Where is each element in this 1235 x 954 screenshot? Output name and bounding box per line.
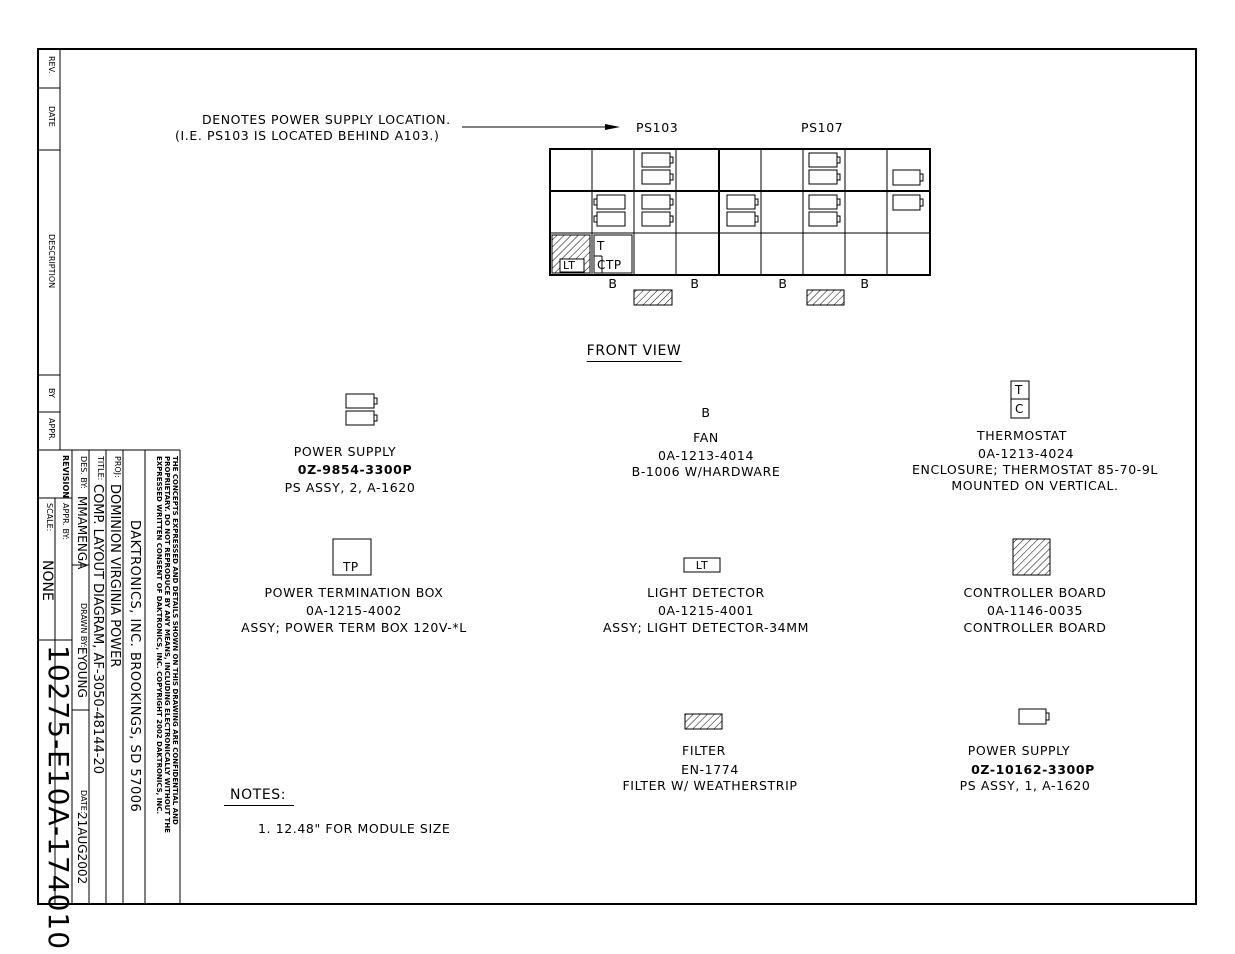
confidential-line-1: THE CONCEPTS EXPRESSED AND DETAILS SHOWN… (171, 456, 179, 825)
date-label-tb: DATE: (79, 790, 88, 814)
grid-tp-label: TP (606, 258, 622, 272)
company-line: DAKTRONICS, INC. BROOKINGS, SD 57006 (127, 520, 142, 813)
legend-filter-symbol (684, 713, 723, 730)
proj-label: PROJ: (113, 456, 122, 478)
ps-double-r2c3 (641, 194, 674, 227)
appr-by-label: APPR. BY: (61, 503, 70, 541)
legend-ps1-desc: PS ASSY, 1, A-1620 (959, 778, 1091, 793)
fan-b-4: B (860, 276, 870, 291)
fan-b-2: B (690, 276, 700, 291)
callout-arrow (462, 124, 620, 130)
grid-lt-label: LT (563, 259, 576, 272)
ps-double-r1c7 (808, 152, 841, 185)
legend-ps-double-symbol (345, 393, 378, 426)
title-block-lines (37, 450, 181, 904)
notes-title: NOTES: (224, 788, 295, 806)
date-label: DATE (47, 106, 56, 127)
callout-line-2: (I.E. PS103 IS LOCATED BEHIND A103.) (175, 128, 440, 143)
legend-thermo-note: MOUNTED ON VERTICAL. (951, 478, 1119, 493)
drawing-number: 10275-E10A-174010 (42, 645, 75, 951)
scale-value: NONE (39, 560, 55, 601)
legend-lt-symbol-label: LT (695, 559, 709, 572)
by-label: BY (47, 388, 56, 398)
ps107-label: PS107 (801, 120, 844, 135)
legend-tp-symbol-label: TP (343, 560, 359, 574)
legend-controller-name: CONTROLLER BOARD (963, 585, 1107, 600)
ps103-label: PS103 (636, 120, 679, 135)
grid-filter-right (806, 289, 845, 306)
title-label: TITLE: (96, 456, 105, 481)
legend-lt-symbol (683, 557, 721, 573)
legend-fan-part: 0A-1213-4014 (657, 448, 755, 463)
legend-tp-name: POWER TERMINATION BOX (264, 585, 444, 600)
drawn-label: DRAWN BY: (79, 603, 88, 648)
ps-double-r2c7 (808, 194, 841, 227)
ps-single-r1c9 (892, 169, 924, 186)
legend-fan-symbol-label: B (701, 405, 711, 420)
revision-label: REVISION (61, 455, 70, 499)
front-view-title: FRONT VIEW (586, 344, 682, 362)
legend-fan-desc: B-1006 W/HARDWARE (631, 464, 781, 479)
grid-thermostat-tp (593, 234, 633, 274)
legend-thermo-desc: ENCLOSURE; THERMOSTAT 85-70-9L (912, 462, 1158, 477)
legend-lt-part: 0A-1215-4001 (657, 603, 755, 618)
legend-ps2-desc: PS ASSY, 2, A-1620 (284, 480, 416, 495)
legend-filter-name: FILTER (682, 743, 726, 758)
legend-ps2-name: POWER SUPPLY (293, 444, 397, 459)
proj-value: DOMINION VIRGINIA POWER (107, 484, 122, 668)
legend-ps1-name: POWER SUPPLY (967, 743, 1071, 758)
callout-line-1: DENOTES POWER SUPPLY LOCATION. (202, 112, 451, 127)
grid-c-label: C (597, 258, 606, 272)
des-value: MMAMENGA (75, 496, 89, 570)
legend-ps1-part: 0Z-10162-3300P (971, 762, 1095, 777)
revision-block (38, 49, 180, 451)
legend-tp-symbol (332, 538, 372, 576)
des-label: DES. BY: (79, 456, 88, 489)
legend-lt-name: LIGHT DETECTOR (647, 585, 765, 600)
legend-tp-desc: ASSY; POWER TERM BOX 120V-*L (241, 620, 467, 635)
ps-double-r2c2 (593, 194, 626, 227)
ps-double-r2c5 (726, 194, 759, 227)
notes-item-1: 1. 12.48" FOR MODULE SIZE (258, 821, 451, 836)
grid-t-label: T (597, 239, 605, 253)
confidential-line-2: PROPRIETARY. DO NOT REPRODUCE BY ANY MEA… (163, 456, 171, 833)
legend-fan-name: FAN (693, 430, 719, 445)
legend-controller-desc: CONTROLLER BOARD (963, 620, 1107, 635)
front-view-grid (549, 148, 931, 276)
legend-controller-symbol (1012, 538, 1051, 576)
description-label: DESCRIPTION (47, 234, 56, 289)
date-value: 21AUG2002 (75, 812, 89, 885)
drawing-border (37, 48, 1197, 905)
legend-ps-single-symbol (1018, 708, 1050, 725)
grid-filter-left (633, 289, 673, 306)
legend-controller-part: 0A-1146-0035 (986, 603, 1084, 618)
fan-b-1: B (608, 276, 618, 291)
appr-label: APPR. (47, 418, 56, 441)
title-value: COMP. LAYOUT DIAGRAM, AF-3050-48144-20 (90, 484, 105, 774)
confidential-line-3: EXPRESSED WRITTEN CONSENT OF DAKTRONICS,… (155, 456, 163, 815)
drawn-value: EYOUNG (75, 647, 89, 698)
ps-single-r2c9 (892, 194, 924, 211)
scale-label: SCALE: (45, 503, 54, 532)
legend-thermo-t: T (1015, 383, 1023, 397)
legend-tp-part: 0A-1215-4002 (305, 603, 403, 618)
ps-double-r1c3 (641, 152, 674, 185)
rev-label: REV. (47, 56, 56, 74)
legend-filter-desc: FILTER W/ WEATHERSTRIP (622, 778, 798, 793)
fan-b-3: B (778, 276, 788, 291)
legend-thermo-c: C (1015, 402, 1024, 416)
legend-lt-desc: ASSY; LIGHT DETECTOR-34MM (602, 620, 810, 635)
legend-thermo-name: THERMOSTAT (976, 428, 1068, 443)
legend-filter-part: EN-1774 (681, 762, 739, 777)
legend-ps2-part: 0Z-9854-3300P (297, 462, 413, 477)
legend-thermo-part: 0A-1213-4024 (977, 446, 1075, 461)
grid-power-supplies (593, 152, 924, 227)
